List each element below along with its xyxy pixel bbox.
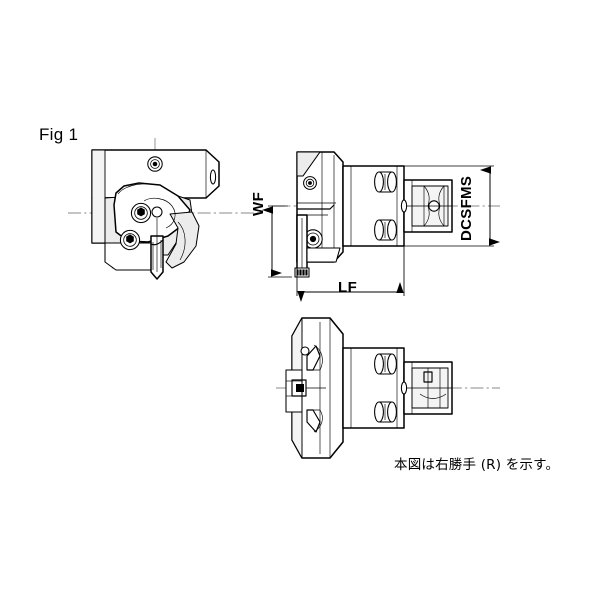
fig1-seat-arc bbox=[143, 197, 176, 229]
dimension-label-lf: LF bbox=[338, 279, 358, 296]
fig1-clamp-edge bbox=[117, 183, 153, 195]
view-side bbox=[262, 151, 500, 302]
front-upper-facet bbox=[306, 345, 321, 371]
front-coolant-port bbox=[400, 381, 408, 395]
fig1-top-screw-ring bbox=[150, 159, 160, 169]
view-front bbox=[276, 317, 500, 459]
front-shank-arc bbox=[419, 393, 447, 399]
fig1-clamp-screw-2-hex bbox=[126, 234, 134, 244]
fig1-side-slot bbox=[209, 169, 217, 185]
view-fig1 bbox=[68, 138, 262, 280]
front-insert-seat bbox=[291, 379, 307, 397]
side-head-screw-ring bbox=[305, 178, 315, 188]
dimension-label-dcsfms: DCSFMS bbox=[458, 175, 475, 241]
fig1-blade-tip-curve bbox=[150, 239, 164, 246]
front-shank-keyway bbox=[423, 371, 433, 383]
front-insert bbox=[296, 384, 304, 392]
side-head-screw-socket bbox=[308, 181, 312, 185]
figure-label: Fig 1 bbox=[39, 125, 79, 144]
side-clamp-screw-socket bbox=[309, 235, 317, 243]
side-slot-upper-cap-l bbox=[374, 171, 384, 193]
side-seat-line-2 bbox=[296, 204, 335, 210]
side-slot-lower-cap-l bbox=[374, 219, 384, 241]
fig1-lower-step bbox=[104, 242, 153, 271]
side-insert-serrations bbox=[298, 269, 306, 276]
front-slot-lower-cap-r bbox=[387, 401, 397, 423]
side-coolant-port bbox=[400, 199, 408, 213]
front-slot-upper-cap-r bbox=[387, 353, 397, 375]
fig1-rib-curve bbox=[177, 221, 186, 261]
side-slot-upper-cap-r bbox=[387, 171, 397, 193]
front-lower-facet bbox=[306, 409, 321, 433]
front-slot-upper-cap-l bbox=[374, 353, 384, 375]
fig1-top-screw-socket bbox=[152, 161, 158, 167]
fig1-clamp-screw-1-ring bbox=[134, 206, 148, 220]
front-slot-lower-cap-l bbox=[374, 401, 384, 423]
side-lower-relief bbox=[306, 247, 341, 263]
fig1-clamp-screw-1-hex bbox=[137, 207, 145, 217]
fig1-rear-face-shade bbox=[91, 149, 106, 244]
side-slot-lower-cap-r bbox=[387, 219, 397, 241]
side-chamfer-edge bbox=[302, 151, 321, 177]
handedness-note: 本図は右勝手 (R) を示す。 bbox=[394, 457, 560, 473]
fig1-pin-hole bbox=[151, 206, 163, 218]
fig1-clamp-screw-2-ring bbox=[123, 233, 137, 247]
fig1-support-rib bbox=[165, 211, 200, 269]
front-upper-hole bbox=[300, 346, 310, 356]
dimension-label-wf: WF bbox=[250, 191, 267, 216]
